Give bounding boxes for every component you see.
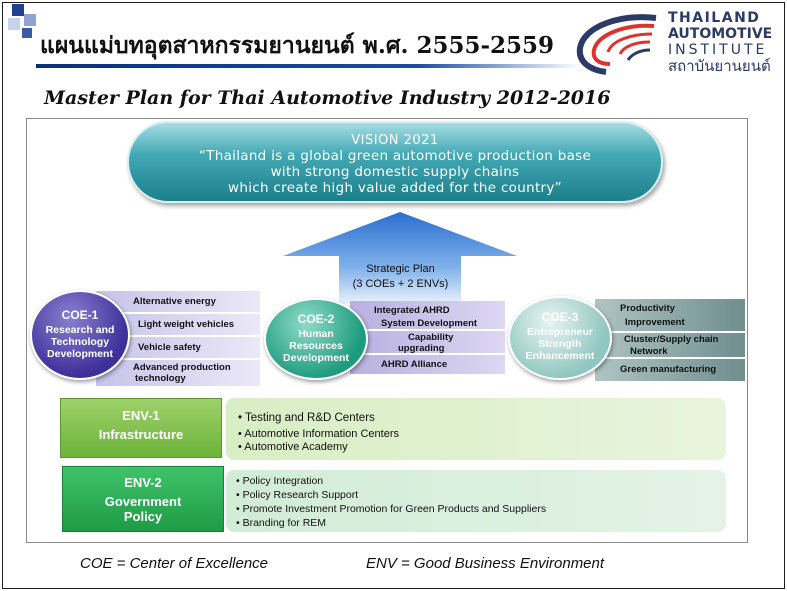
coe-2-bar xyxy=(350,355,505,374)
coe-2-sub: Development xyxy=(283,352,349,364)
footer-coe-legend: COE = Center of Excellence xyxy=(80,555,269,572)
coe-2-sub: Resources xyxy=(289,340,343,352)
coe-1-circle: COE-1 Research and Technology Developmen… xyxy=(30,290,130,380)
coe-3-circle: COE-3 Entrepreneur Strength Enhancement xyxy=(508,296,612,380)
coe-2-bar xyxy=(350,301,505,329)
coe-3-sub: Strength xyxy=(538,338,582,350)
env-2-sub: Government xyxy=(104,494,182,509)
tai-logo-icon xyxy=(576,14,657,75)
env-1-title: ENV-1 xyxy=(122,408,160,423)
corner-decoration xyxy=(4,4,40,40)
env-2-label: ENV-2 Government Policy xyxy=(62,466,224,532)
env-1-item: • Testing and R&D Centers xyxy=(238,412,375,424)
env-1-item: • Automotive Information Centers xyxy=(238,428,399,440)
env-1-content-box xyxy=(226,398,726,460)
coe-1-sub: Development xyxy=(47,348,113,360)
coe-3-item: Cluster/Supply chain xyxy=(624,334,719,345)
title-underline xyxy=(36,64,581,68)
logo-line-4: สถาบันยานยนต์ xyxy=(668,57,771,75)
strategic-plan-line-1: Strategic Plan xyxy=(366,263,435,275)
coe-3-item: Green manufacturing xyxy=(620,364,717,375)
coe-1-bar xyxy=(96,314,260,335)
strategic-plan-arrow xyxy=(283,212,517,304)
coe-2-item: Capability xyxy=(408,332,454,343)
coe-3-bar xyxy=(595,359,745,381)
coe-2-sub: Human xyxy=(298,328,334,340)
coe-3-item: Network xyxy=(630,346,668,357)
footer-env-legend: ENV = Good Business Environment xyxy=(366,555,605,572)
strategic-plan-label: Strategic Plan (3 COEs + 2 ENVs) xyxy=(313,262,488,292)
coe-3-sub: Entrepreneur xyxy=(527,326,593,338)
coe-2-bar xyxy=(350,331,505,353)
env-2-content-box xyxy=(226,470,726,532)
env-2-item: • Policy Research Support xyxy=(236,489,359,501)
coe-1-bar xyxy=(96,360,260,386)
page-title-thai: แผนแม่บทอุตสาหกรรมยานยนต์ พ.ศ. 2555-2559 xyxy=(40,32,555,59)
coe-1-sub: Technology xyxy=(50,336,110,348)
coe-2-item: Integrated AHRD xyxy=(374,305,450,316)
env-2-sub: Policy xyxy=(123,509,163,524)
coe-2-title: COE-2 xyxy=(297,312,335,326)
coe-3-sub: Enhancement xyxy=(525,350,595,362)
coe-2-item: System Development xyxy=(381,318,478,329)
coe-1-bar xyxy=(96,291,260,312)
env-1-item: • Automotive Academy xyxy=(238,441,348,453)
coe-2-item: upgrading xyxy=(398,343,445,354)
logo-line-3: INSTITUTE xyxy=(668,42,768,58)
coe-2-item: AHRD Alliance xyxy=(381,359,448,370)
vision-banner: VISION 2021 “Thailand is a global green … xyxy=(127,121,663,203)
env-1-sub: Infrastructure xyxy=(98,427,184,442)
coe-1-sub: Research and xyxy=(45,324,115,336)
strategic-plan-line-2: (3 COEs + 2 ENVs) xyxy=(352,278,449,290)
vision-line-1: “Thailand is a global green automotive p… xyxy=(198,148,592,164)
env-2-item: • Policy Integration xyxy=(236,475,324,487)
env-2-item: • Branding for REM xyxy=(236,517,327,529)
vision-line-3: which create high value added for the co… xyxy=(228,180,562,196)
coe-1-bar xyxy=(96,337,260,358)
logo-line-2: AUTOMOTIVE xyxy=(668,26,773,42)
page-subtitle: Master Plan for Thai Automotive Industry… xyxy=(44,87,611,109)
coe-3-bar xyxy=(595,299,745,331)
env-2-title: ENV-2 xyxy=(124,475,162,490)
env-1-label: ENV-1 Infrastructure xyxy=(60,398,222,458)
coe-1-item: Vehicle safety xyxy=(138,342,201,353)
env-2-item: • Promote Investment Promotion for Green… xyxy=(236,503,547,515)
coe-3-item: Productivity xyxy=(620,303,675,314)
coe-3-title: COE-3 xyxy=(541,310,579,324)
coe-1-item: Advanced production xyxy=(133,362,231,373)
coe-1-item: technology xyxy=(135,373,186,384)
coe-1-item: Alternative energy xyxy=(133,296,216,307)
vision-title: VISION 2021 xyxy=(351,133,439,148)
coe-1-title: COE-1 xyxy=(61,308,99,322)
coe-3-item: Improvement xyxy=(625,317,685,328)
logo-line-1: THAILAND xyxy=(668,10,761,26)
coe-3-bar xyxy=(595,333,745,357)
coe-1-item: Light weight vehicles xyxy=(138,319,235,330)
vision-line-2: with strong domestic supply chains xyxy=(270,164,520,180)
logo-text: THAILAND AUTOMOTIVE INSTITUTE สถาบันยานย… xyxy=(668,10,780,74)
coe-2-circle: COE-2 Human Resources Development xyxy=(264,298,368,380)
